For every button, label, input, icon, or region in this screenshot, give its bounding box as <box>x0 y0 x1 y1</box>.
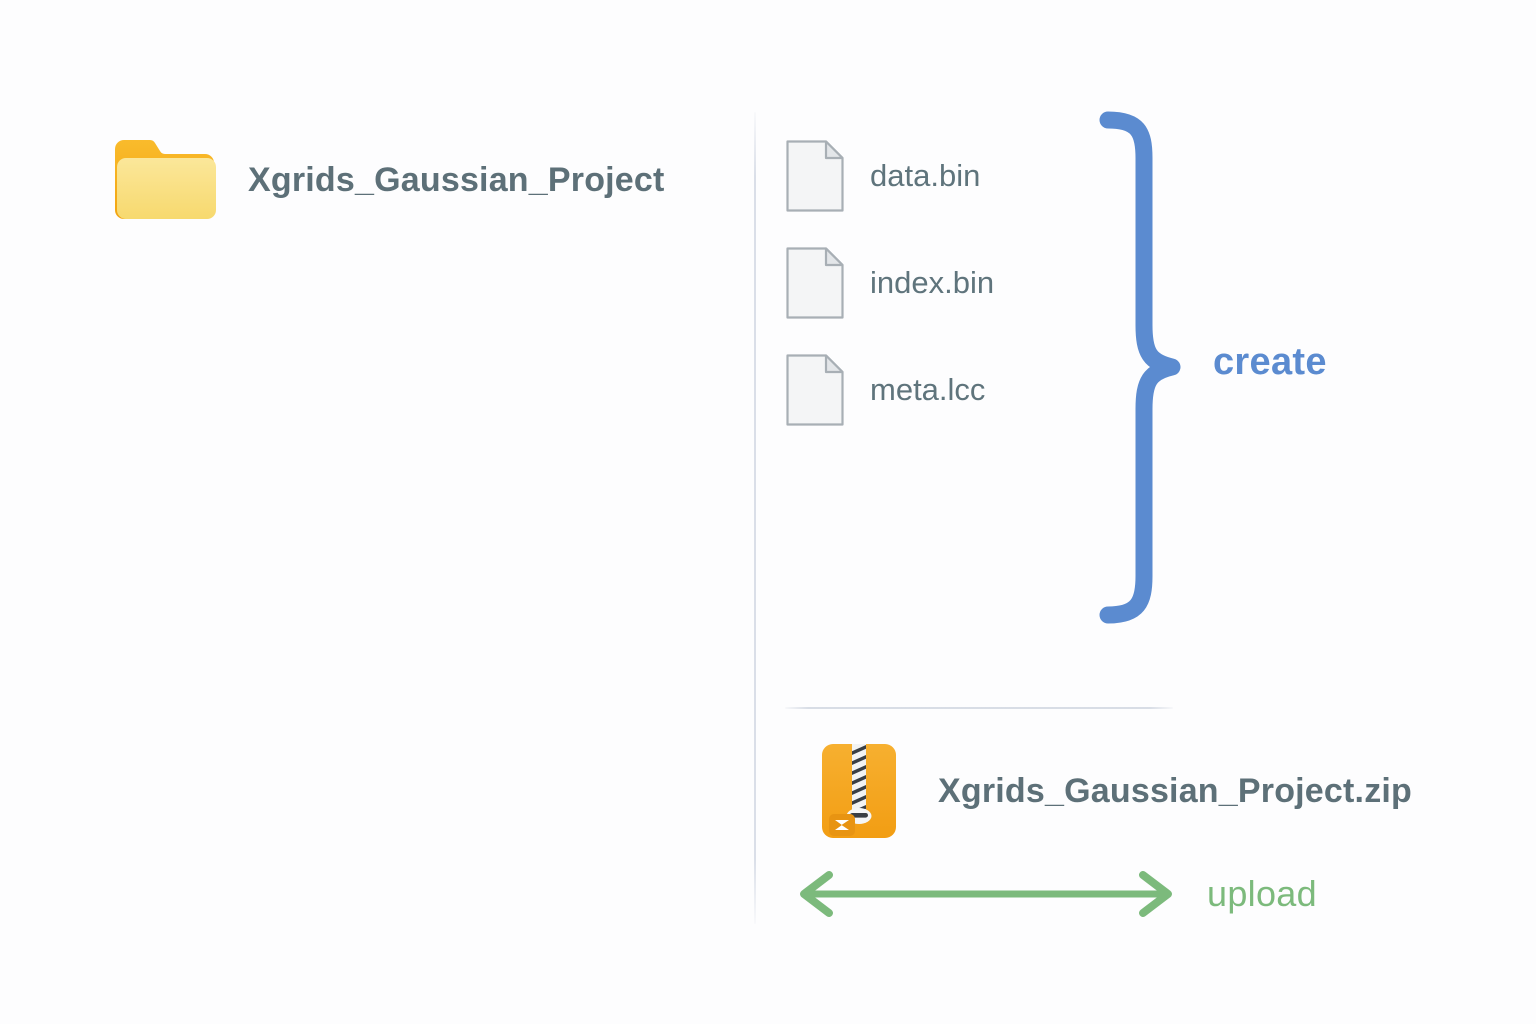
vertical-divider <box>754 112 756 924</box>
zip-file-icon <box>822 744 896 838</box>
archive-row[interactable]: Xgrids_Gaussian_Project.zip <box>820 742 1412 840</box>
create-label: create <box>1213 341 1327 383</box>
list-item[interactable]: data.bin <box>786 138 994 214</box>
file-list: data.bin index.bin meta.lcc <box>786 138 994 428</box>
brace-container <box>1098 110 1188 625</box>
file-name: index.bin <box>870 265 995 300</box>
source-folder-name: Xgrids_Gaussian_Project <box>248 160 665 199</box>
file-name: data.bin <box>870 158 981 193</box>
list-item[interactable]: meta.lcc <box>786 352 994 428</box>
source-folder-row[interactable]: Xgrids_Gaussian_Project <box>112 136 665 224</box>
file-icon <box>786 354 844 426</box>
archive-name: Xgrids_Gaussian_Project.zip <box>938 771 1413 810</box>
file-name: meta.lcc <box>870 372 986 407</box>
double-arrow-icon <box>800 871 1172 917</box>
upload-label: upload <box>1207 873 1317 914</box>
file-icon <box>786 247 844 319</box>
folder-icon <box>115 140 216 219</box>
file-icon <box>786 140 844 212</box>
transfer-row: upload <box>795 866 1317 922</box>
horizontal-divider <box>785 707 1173 709</box>
list-item[interactable]: index.bin <box>786 245 994 321</box>
curly-brace-icon <box>1099 111 1181 624</box>
